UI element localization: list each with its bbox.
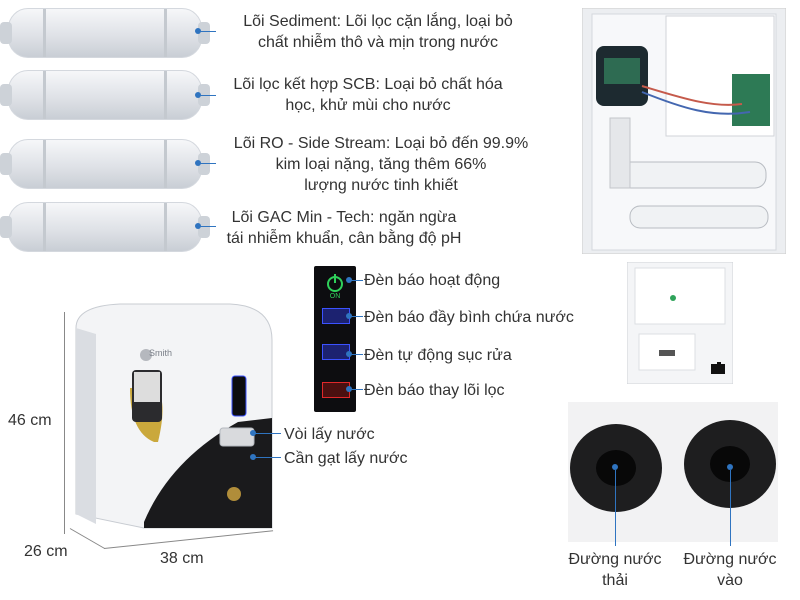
- connector-line: [255, 433, 281, 434]
- scb-line1: Lõi lọc kết hợp SCB: Loại bỏ chất hóa: [233, 76, 503, 93]
- interior-photo: [582, 8, 786, 254]
- inlet-pipe-label: Đường nước vào: [674, 549, 786, 591]
- sediment-line1: Lõi Sediment: Lõi lọc cặn lắng, loại bỏ: [243, 13, 513, 30]
- height-line: [64, 312, 65, 534]
- waste-pipe-line1: Đường nước: [568, 551, 662, 568]
- waste-pipe-line2: thải: [602, 572, 628, 589]
- pipes-closeup-image: [568, 402, 778, 542]
- connector-dot: [250, 454, 256, 460]
- power-icon: [327, 274, 343, 292]
- connector-line: [200, 163, 216, 164]
- tap-label: Vòi lấy nước: [284, 426, 375, 443]
- flush-indicator-label: Đèn tự động sục rửa: [364, 347, 512, 364]
- connector-dot: [195, 223, 201, 229]
- sediment-description: Lõi Sediment: Lõi lọc cặn lắng, loại bỏ …: [216, 11, 540, 53]
- ro-line3: lượng nước tinh khiết: [304, 177, 458, 194]
- connector-line: [351, 280, 363, 281]
- scb-filter-image: [0, 70, 210, 120]
- power-indicator-label: Đèn báo hoạt động: [364, 272, 501, 289]
- width-dimension: 38 cm: [160, 550, 204, 567]
- connector-dot: [195, 28, 201, 34]
- lever-label: Cần gạt lấy nước: [284, 450, 408, 467]
- purifier-image: [75, 303, 273, 529]
- sediment-filter-image: [0, 8, 210, 58]
- scb-line2: học, khử mùi cho nước: [285, 97, 451, 114]
- connector-line: [200, 226, 216, 227]
- gac-line2: tái nhiễm khuẩn, cân bằng độ pH: [226, 230, 462, 247]
- inlet-pipe-line2: vào: [717, 572, 743, 589]
- height-dimension: 46 cm: [8, 412, 52, 429]
- ro-description: Lõi RO - Side Stream: Loại bỏ đến 99.9% …: [216, 133, 546, 196]
- gac-filter-image: [0, 202, 210, 252]
- gac-description: Lõi GAC Min - Tech: ngăn ngừa tái nhiễm …: [210, 207, 478, 249]
- connector-line: [730, 470, 731, 546]
- connector-line: [351, 389, 363, 390]
- gac-line1: Lõi GAC Min - Tech: ngăn ngừa: [231, 209, 457, 226]
- replace-filter-indicator-label: Đèn báo thay lõi lọc: [364, 382, 505, 399]
- connector-line: [200, 95, 216, 96]
- brand-logo: Smith: [149, 348, 173, 358]
- connector-dot: [346, 313, 352, 319]
- back-inlet-dot: [717, 362, 721, 366]
- back-view-image: [627, 262, 733, 384]
- connector-dot: [612, 464, 618, 470]
- connector-line: [351, 354, 363, 355]
- depth-dimension: 26 cm: [24, 543, 68, 560]
- waste-pipe-label: Đường nước thải: [560, 549, 670, 591]
- ro-filter-image: [0, 139, 210, 189]
- connector-line: [615, 470, 616, 546]
- connector-line: [351, 316, 363, 317]
- connector-dot: [346, 386, 352, 392]
- connector-dot: [727, 464, 733, 470]
- connector-dot: [195, 160, 201, 166]
- ro-line1: Lõi RO - Side Stream: Loại bỏ đến 99.9%: [233, 135, 529, 152]
- connector-dot: [195, 92, 201, 98]
- connector-dot: [346, 277, 352, 283]
- ro-line2: kim loại nặng, tăng thêm 66%: [275, 156, 487, 173]
- connector-dot: [346, 351, 352, 357]
- connector-line: [200, 31, 216, 32]
- connector-dot: [250, 430, 256, 436]
- connector-line: [255, 457, 281, 458]
- tank-full-indicator-label: Đèn báo đầy bình chứa nước: [364, 309, 574, 326]
- inlet-pipe-line1: Đường nước: [683, 551, 777, 568]
- scb-description: Lõi lọc kết hợp SCB: Loại bỏ chất hóa họ…: [216, 74, 520, 116]
- sediment-line2: chất nhiễm thô và mịn trong nước: [258, 34, 498, 51]
- power-led-text: ON: [329, 293, 341, 300]
